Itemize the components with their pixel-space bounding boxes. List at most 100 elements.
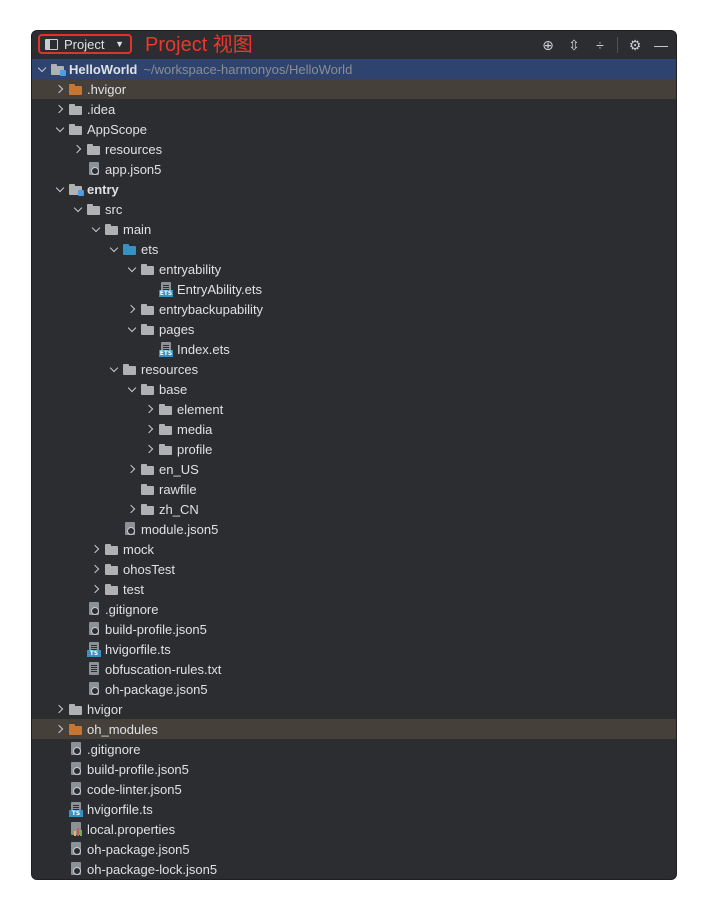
gitignore-file-icon	[86, 601, 102, 617]
tree-row[interactable]: main	[32, 219, 676, 239]
json-file-icon	[86, 681, 102, 697]
tree-row[interactable]: media	[32, 419, 676, 439]
chevron-down-icon[interactable]	[88, 219, 104, 239]
tree-row[interactable]: resources	[32, 359, 676, 379]
chevron-right-icon[interactable]	[52, 719, 68, 739]
tree-row[interactable]: en_US	[32, 459, 676, 479]
tree-row[interactable]: mock	[32, 539, 676, 559]
tree-row[interactable]: entrybackupability	[32, 299, 676, 319]
json-file-icon	[68, 761, 84, 777]
tree-row-label: entry	[87, 181, 119, 197]
project-view-selector-label: Project	[64, 36, 105, 52]
tree-row[interactable]: code-linter.json5	[32, 779, 676, 799]
tree-row[interactable]: element	[32, 399, 676, 419]
chevron-down-icon[interactable]	[52, 179, 68, 199]
tree-row-label: code-linter.json5	[87, 781, 182, 797]
folder-icon	[86, 141, 102, 157]
chevron-right-icon[interactable]	[142, 399, 158, 419]
tree-row[interactable]: module.json5	[32, 519, 676, 539]
tree-row[interactable]: ets	[32, 239, 676, 259]
tree-row[interactable]: .hvigor	[32, 79, 676, 99]
tree-row[interactable]: HelloWorld~/workspace-harmonyos/HelloWor…	[32, 59, 676, 79]
spacer	[52, 859, 68, 879]
collapse-all-icon[interactable]: ÷	[596, 37, 604, 53]
chevron-right-icon[interactable]	[88, 579, 104, 599]
spacer	[142, 339, 158, 359]
tree-row-label: local.properties	[87, 821, 176, 837]
project-window-icon	[45, 38, 58, 50]
json-file-icon	[68, 841, 84, 857]
chevron-right-icon[interactable]	[124, 459, 140, 479]
ts-file-icon: TS	[86, 641, 102, 657]
tree-row[interactable]: app.json5	[32, 159, 676, 179]
chevron-down-icon[interactable]	[124, 259, 140, 279]
spacer	[70, 659, 86, 679]
expand-all-icon[interactable]: ⇳	[568, 37, 580, 53]
folder-icon	[68, 701, 84, 717]
chevron-down-icon[interactable]	[106, 359, 122, 379]
folder-icon	[140, 481, 156, 497]
chevron-right-icon[interactable]	[142, 439, 158, 459]
tree-row[interactable]: ohosTest	[32, 559, 676, 579]
chevron-right-icon[interactable]	[124, 299, 140, 319]
chevron-right-icon[interactable]	[88, 539, 104, 559]
tree-row[interactable]: entry	[32, 179, 676, 199]
chevron-down-icon[interactable]	[124, 319, 140, 339]
chevron-right-icon[interactable]	[52, 99, 68, 119]
tree-row-label: profile	[177, 441, 213, 457]
gear-icon[interactable]: ⚙	[628, 37, 642, 53]
tree-row[interactable]: build-profile.json5	[32, 619, 676, 639]
project-view-selector[interactable]: Project ▼	[38, 34, 132, 54]
chevron-right-icon[interactable]	[124, 499, 140, 519]
tree-row[interactable]: profile	[32, 439, 676, 459]
tree-row[interactable]: base	[32, 379, 676, 399]
tree-row[interactable]: zh_CN	[32, 499, 676, 519]
chevron-down-icon[interactable]	[34, 59, 50, 79]
chevron-down-icon[interactable]	[106, 239, 122, 259]
chevron-right-icon[interactable]	[88, 559, 104, 579]
tree-row-label: obfuscation-rules.txt	[105, 661, 222, 677]
chevron-right-icon[interactable]	[70, 139, 86, 159]
tree-row[interactable]: hvigor	[32, 699, 676, 719]
tree-row[interactable]: .idea	[32, 99, 676, 119]
tree-row[interactable]: build-profile.json5	[32, 759, 676, 779]
tree-row[interactable]: resources	[32, 139, 676, 159]
folder-icon	[104, 541, 120, 557]
tree-row-label: entrybackupability	[159, 301, 264, 317]
folder-icon	[68, 81, 84, 97]
chevron-right-icon[interactable]	[142, 419, 158, 439]
tree-row[interactable]: oh-package-lock.json5	[32, 859, 676, 879]
tree-row-label: media	[177, 421, 213, 437]
locate-icon[interactable]: ⊕	[542, 37, 554, 53]
tree-row-label: base	[159, 381, 188, 397]
tree-row[interactable]: oh_modules	[32, 719, 676, 739]
tree-row[interactable]: entryability	[32, 259, 676, 279]
chevron-right-icon[interactable]	[52, 79, 68, 99]
tree-row[interactable]: .gitignore	[32, 599, 676, 619]
tree-row[interactable]: rawfile	[32, 479, 676, 499]
chevron-right-icon[interactable]	[52, 699, 68, 719]
tree-row-label: AppScope	[87, 121, 147, 137]
folder-icon	[68, 121, 84, 137]
minimize-icon[interactable]: —	[654, 37, 668, 53]
tree-row[interactable]: AppScope	[32, 119, 676, 139]
tree-row[interactable]: obfuscation-rules.txt	[32, 659, 676, 679]
tree-row[interactable]: pages	[32, 319, 676, 339]
tree-row[interactable]: local.properties	[32, 819, 676, 839]
tree-row[interactable]: oh-package.json5	[32, 679, 676, 699]
folder-icon	[86, 201, 102, 217]
chevron-down-icon[interactable]	[70, 199, 86, 219]
chevron-down-icon[interactable]	[124, 379, 140, 399]
tree-row-label: build-profile.json5	[105, 621, 207, 637]
tree-row[interactable]: src	[32, 199, 676, 219]
tree-row[interactable]: test	[32, 579, 676, 599]
folder-icon	[140, 321, 156, 337]
chevron-down-icon[interactable]	[52, 119, 68, 139]
tree-row[interactable]: oh-package.json5	[32, 839, 676, 859]
tree-row[interactable]: .gitignore	[32, 739, 676, 759]
spacer	[52, 819, 68, 839]
